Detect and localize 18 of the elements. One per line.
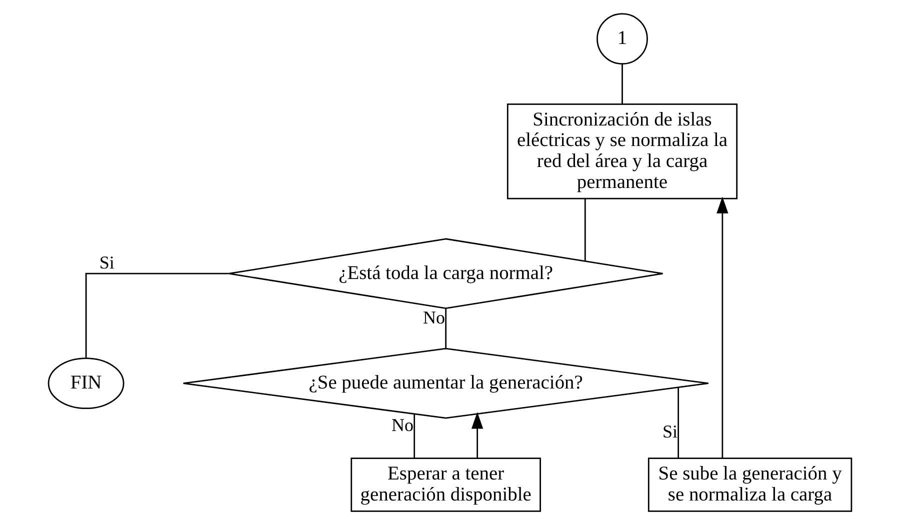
edge-label: Si	[662, 421, 678, 442]
edge-label: No	[422, 308, 446, 328]
node-box: Esperar a tener generación disponible	[350, 458, 541, 512]
node-box: Se sube la generación y se normaliza la carga	[648, 458, 852, 512]
connector	[678, 388, 680, 458]
connector	[414, 414, 416, 458]
edge-label: Si	[99, 252, 114, 273]
connector	[622, 64, 623, 104]
node-box: Sincronización de islas eléctricas y se normaliza la red del área y la carga permanente	[506, 103, 738, 200]
connector	[445, 308, 447, 348]
node-ellipse: FIN	[48, 358, 124, 410]
connector	[584, 198, 586, 262]
connector	[85, 272, 229, 358]
node-diamond: ¿Se puede aumentar la generación?	[182, 348, 710, 419]
node-circle: 1	[596, 13, 648, 65]
arrow	[716, 196, 728, 458]
node-diamond: ¿Está toda la carga normal?	[228, 238, 664, 310]
arrow	[471, 412, 484, 458]
